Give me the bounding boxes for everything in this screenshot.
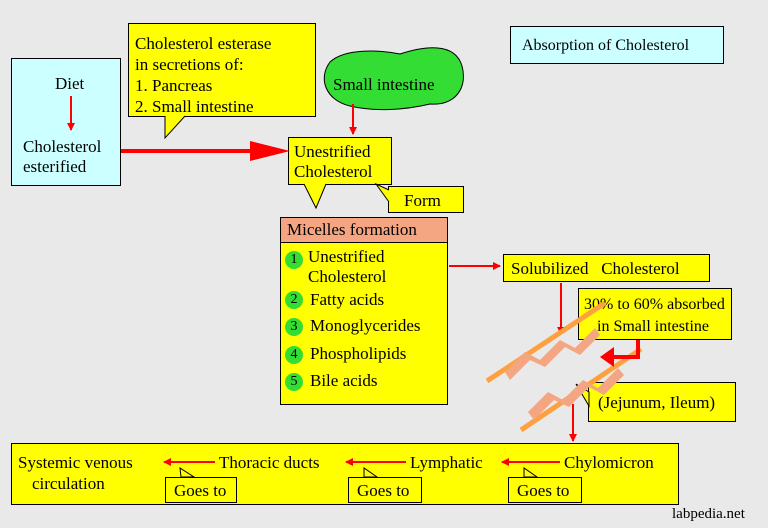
unestrified-line2: Cholesterol: [294, 162, 373, 181]
small-intestine-blob: [323, 47, 464, 111]
micelle-item-1-line2: Cholesterol: [308, 267, 387, 286]
title-box: [510, 26, 724, 64]
esterase-callout: [128, 23, 316, 117]
micelle-item-4: Phospholipids: [310, 344, 407, 363]
lymphatic-label: Lymphatic: [410, 453, 483, 472]
absorbed-box: [578, 288, 732, 340]
page-title: Absorption of Cholesterol: [522, 37, 690, 54]
micelle-item-3: Monoglycerides: [310, 316, 421, 335]
num-badge-2: 2: [285, 291, 303, 309]
jejunum-label: (Jejunum, Ileum): [598, 393, 716, 412]
cholesterol-esterified-line1: Cholesterol: [23, 137, 102, 156]
num-badge-3: 3: [285, 318, 303, 336]
goes-to-label-2: Goes to: [357, 481, 410, 500]
micelle-item-1-line1: Unestrified: [308, 247, 385, 266]
goes-to-label-3: Goes to: [517, 481, 570, 500]
goes-to-box-3: [508, 477, 582, 503]
num-badge-5: 5: [285, 373, 303, 391]
systemic-line2: circulation: [32, 474, 105, 493]
diet-label: Diet: [55, 74, 85, 93]
micelles-list: [280, 242, 448, 405]
unestrified-tail: [304, 184, 326, 208]
micelle-item-5: Bile acids: [310, 371, 378, 390]
solubilized-box: [503, 254, 710, 282]
micelle-item-2: Fatty acids: [310, 290, 385, 309]
absorbed-line2: in Small intestine: [597, 318, 709, 335]
goes-to-box-2: [348, 477, 422, 503]
unestrified-line1: Unestrified: [294, 142, 371, 161]
watermark: labpedia.net: [672, 506, 745, 522]
esterase-line4: 2. Small intestine: [135, 97, 254, 116]
cholesterol-esterified-line2: esterified: [23, 157, 87, 176]
micelles-header-label: Micelles formation: [287, 220, 417, 239]
form-box: [388, 186, 464, 213]
goes-to-pointer-2: [363, 467, 379, 478]
absorbed-line1: 30% to 60% absorbed: [584, 296, 725, 313]
esterase-line1: Cholesterol esterase: [135, 34, 272, 53]
jejunum-box: [588, 382, 736, 422]
num-badge-1: 1: [285, 251, 303, 269]
arrowhead-diet-to-unestrified: [250, 141, 290, 161]
small-intestine-label: Small intestine: [333, 75, 435, 94]
goes-to-pointer-3: [523, 467, 539, 478]
goes-to-label-1: Goes to: [174, 481, 227, 500]
thoracic-label: Thoracic ducts: [219, 453, 320, 472]
diet-box: [11, 58, 121, 186]
arrow-absorbed-bent: [612, 340, 640, 359]
goes-to-box-1: [165, 477, 237, 503]
solubilized-label: Solubilized Cholesterol: [511, 259, 680, 278]
goes-to-pointer-1: [179, 467, 196, 478]
num-badge-4: 4: [285, 346, 303, 364]
systemic-line1: Systemic venous: [18, 453, 133, 472]
intestine-wall-upper: [485, 300, 607, 384]
villi-lower: [528, 368, 624, 420]
chylomicron-label: Chylomicron: [564, 453, 654, 472]
esterase-line3: 1. Pancreas: [135, 76, 213, 95]
villi-upper: [505, 328, 600, 380]
form-label: Form: [404, 191, 441, 210]
esterase-line2: in secretions of:: [135, 55, 244, 74]
unestrified-box: [288, 137, 392, 185]
